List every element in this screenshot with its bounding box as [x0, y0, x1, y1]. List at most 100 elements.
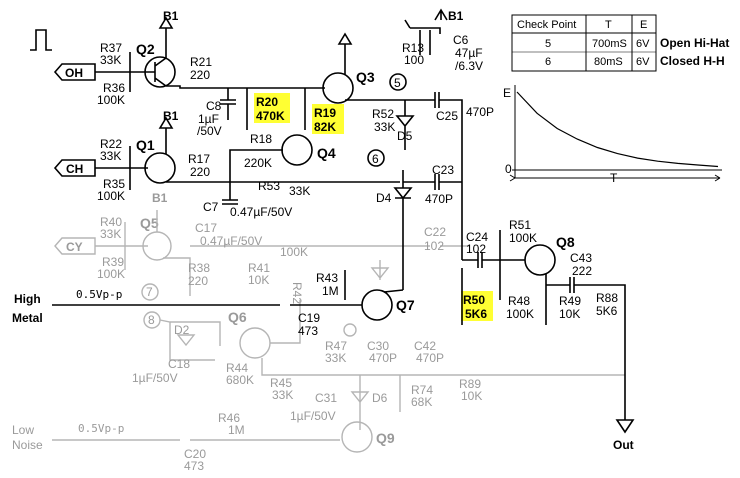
q5-label: Q5 — [140, 215, 159, 231]
q9-label: Q9 — [376, 430, 395, 446]
check-point-table: Check Point T E 5 700mS 6V Open Hi-Hat 6… — [511, 14, 729, 72]
r44-value: 680K — [226, 373, 254, 387]
r22-label: R22 — [100, 137, 122, 151]
r13-label: R13 — [402, 41, 424, 55]
q1-label: Q1 — [136, 137, 155, 153]
c6-value: 47µF — [455, 46, 483, 60]
q4-label: Q4 — [317, 145, 336, 161]
c18-label: C18 — [168, 357, 190, 371]
table-header-t: T — [605, 19, 612, 31]
r35-value: 100K — [97, 189, 125, 203]
r39-value: 100K — [97, 267, 125, 281]
r49-value: 10K — [559, 307, 580, 321]
c31-value: 1µF/50V — [290, 409, 336, 423]
r43-value: 1M — [322, 284, 339, 298]
ch-input-label: CH — [66, 162, 83, 176]
q8-label: Q8 — [556, 234, 575, 250]
r40-label: R40 — [100, 215, 122, 229]
r89-label: R89 — [459, 377, 481, 391]
d6-label: D6 — [372, 391, 388, 405]
oh-input-label: OH — [65, 66, 83, 80]
envelope-graph: E 0 T — [503, 85, 722, 185]
b1-c6-label: B1 — [448, 9, 464, 23]
r17-label: R17 — [188, 152, 210, 166]
c24-label: C24 — [466, 230, 488, 244]
r42-label: R42 — [290, 282, 304, 304]
q6-label: Q6 — [228, 309, 247, 325]
q1-transistor — [144, 152, 176, 184]
r38-value: 220 — [188, 274, 208, 288]
output-label: Out — [613, 438, 634, 452]
c42-value: 470P — [416, 351, 444, 365]
q2-transistor — [144, 56, 176, 88]
c8-label: C8 — [206, 99, 222, 113]
r36-value: 100K — [97, 93, 125, 107]
r22-value: 33K — [100, 149, 121, 163]
table-row-2-e: 6V — [636, 56, 650, 68]
r19-label: R19 — [314, 106, 336, 120]
r50-label: R50 — [463, 293, 485, 307]
table-row-1-e: 6V — [636, 38, 650, 50]
r48-label: R48 — [508, 294, 530, 308]
r46-value: 1M — [228, 423, 245, 437]
c25-value: 470P — [466, 105, 494, 119]
r51-value: 100K — [509, 231, 537, 245]
envelope-decay-curve — [516, 91, 719, 168]
inactive-section: CY R40 33K R39 100K Q5 B1 0.47µF/50V C17… — [12, 191, 625, 473]
r74-label: R74 — [411, 383, 433, 397]
r17-value: 220 — [190, 165, 210, 179]
active-section: OH R37 33K R36 100K Q2 B1 R21 220 C8 1µF… — [12, 8, 635, 452]
r53-label: R53 — [258, 179, 280, 193]
b1-q1-label: B1 — [163, 109, 179, 123]
c8-value: 1µF — [198, 112, 219, 126]
r41-label: R41 — [248, 261, 270, 275]
r45-label: R45 — [270, 376, 292, 390]
c30-value: 470P — [369, 351, 397, 365]
checkpoint-6-label: 6 — [372, 152, 379, 166]
r89-value: 10K — [461, 389, 482, 403]
q7-label: Q7 — [396, 297, 415, 313]
cy-input-label: CY — [66, 240, 83, 254]
c23-value: 470P — [425, 192, 453, 206]
r53-value: 33K — [289, 184, 310, 198]
r20-highlight — [254, 93, 290, 123]
r44-label: R44 — [226, 361, 248, 375]
c22-label: C22 — [424, 225, 446, 239]
c20-value: 473 — [184, 459, 204, 473]
r46-label: R46 — [218, 411, 240, 425]
d4-label: D4 — [376, 191, 392, 205]
table-header-checkpoint: Check Point — [517, 19, 576, 31]
c7-value: 0.47µF/50V — [230, 205, 292, 219]
r45-value: 33K — [272, 388, 293, 402]
c25-label: C25 — [436, 109, 458, 123]
low-noise-label-1: Low — [12, 423, 34, 437]
r13-value: 100 — [404, 53, 424, 67]
checkpoint-8-label: 8 — [148, 313, 155, 327]
r41-value: 10K — [248, 273, 269, 287]
r50-value: 5K6 — [465, 307, 487, 321]
table-row-2-point: 6 — [545, 56, 551, 68]
r88-value: 5K6 — [596, 304, 618, 318]
c17-value: 0.47µF/50V — [200, 234, 262, 248]
c24-value: 102 — [466, 242, 486, 256]
high-metal-level: 0.5Vp-p — [76, 288, 122, 301]
c19-label: C19 — [298, 311, 320, 325]
c6-label: C6 — [453, 33, 469, 47]
r50-highlight — [461, 291, 493, 321]
q2-label: Q2 — [136, 41, 155, 57]
r18-value: 220K — [244, 156, 272, 170]
r20-label: R20 — [256, 95, 278, 109]
q6-transistor — [239, 327, 271, 359]
envelope-zero-label: 0 — [505, 162, 512, 176]
c43-label: C43 — [570, 251, 592, 265]
r43-label: R43 — [316, 271, 338, 285]
high-metal-label-1: High — [14, 292, 41, 306]
b1-q2-label: B1 — [163, 9, 179, 23]
r18-label: R18 — [250, 132, 272, 146]
q4-transistor — [281, 134, 313, 166]
table-row-1-t: 700mS — [592, 38, 627, 50]
r47-value: 33K — [325, 351, 346, 365]
q8-transistor — [524, 244, 556, 276]
c17-label: C17 — [195, 221, 217, 235]
